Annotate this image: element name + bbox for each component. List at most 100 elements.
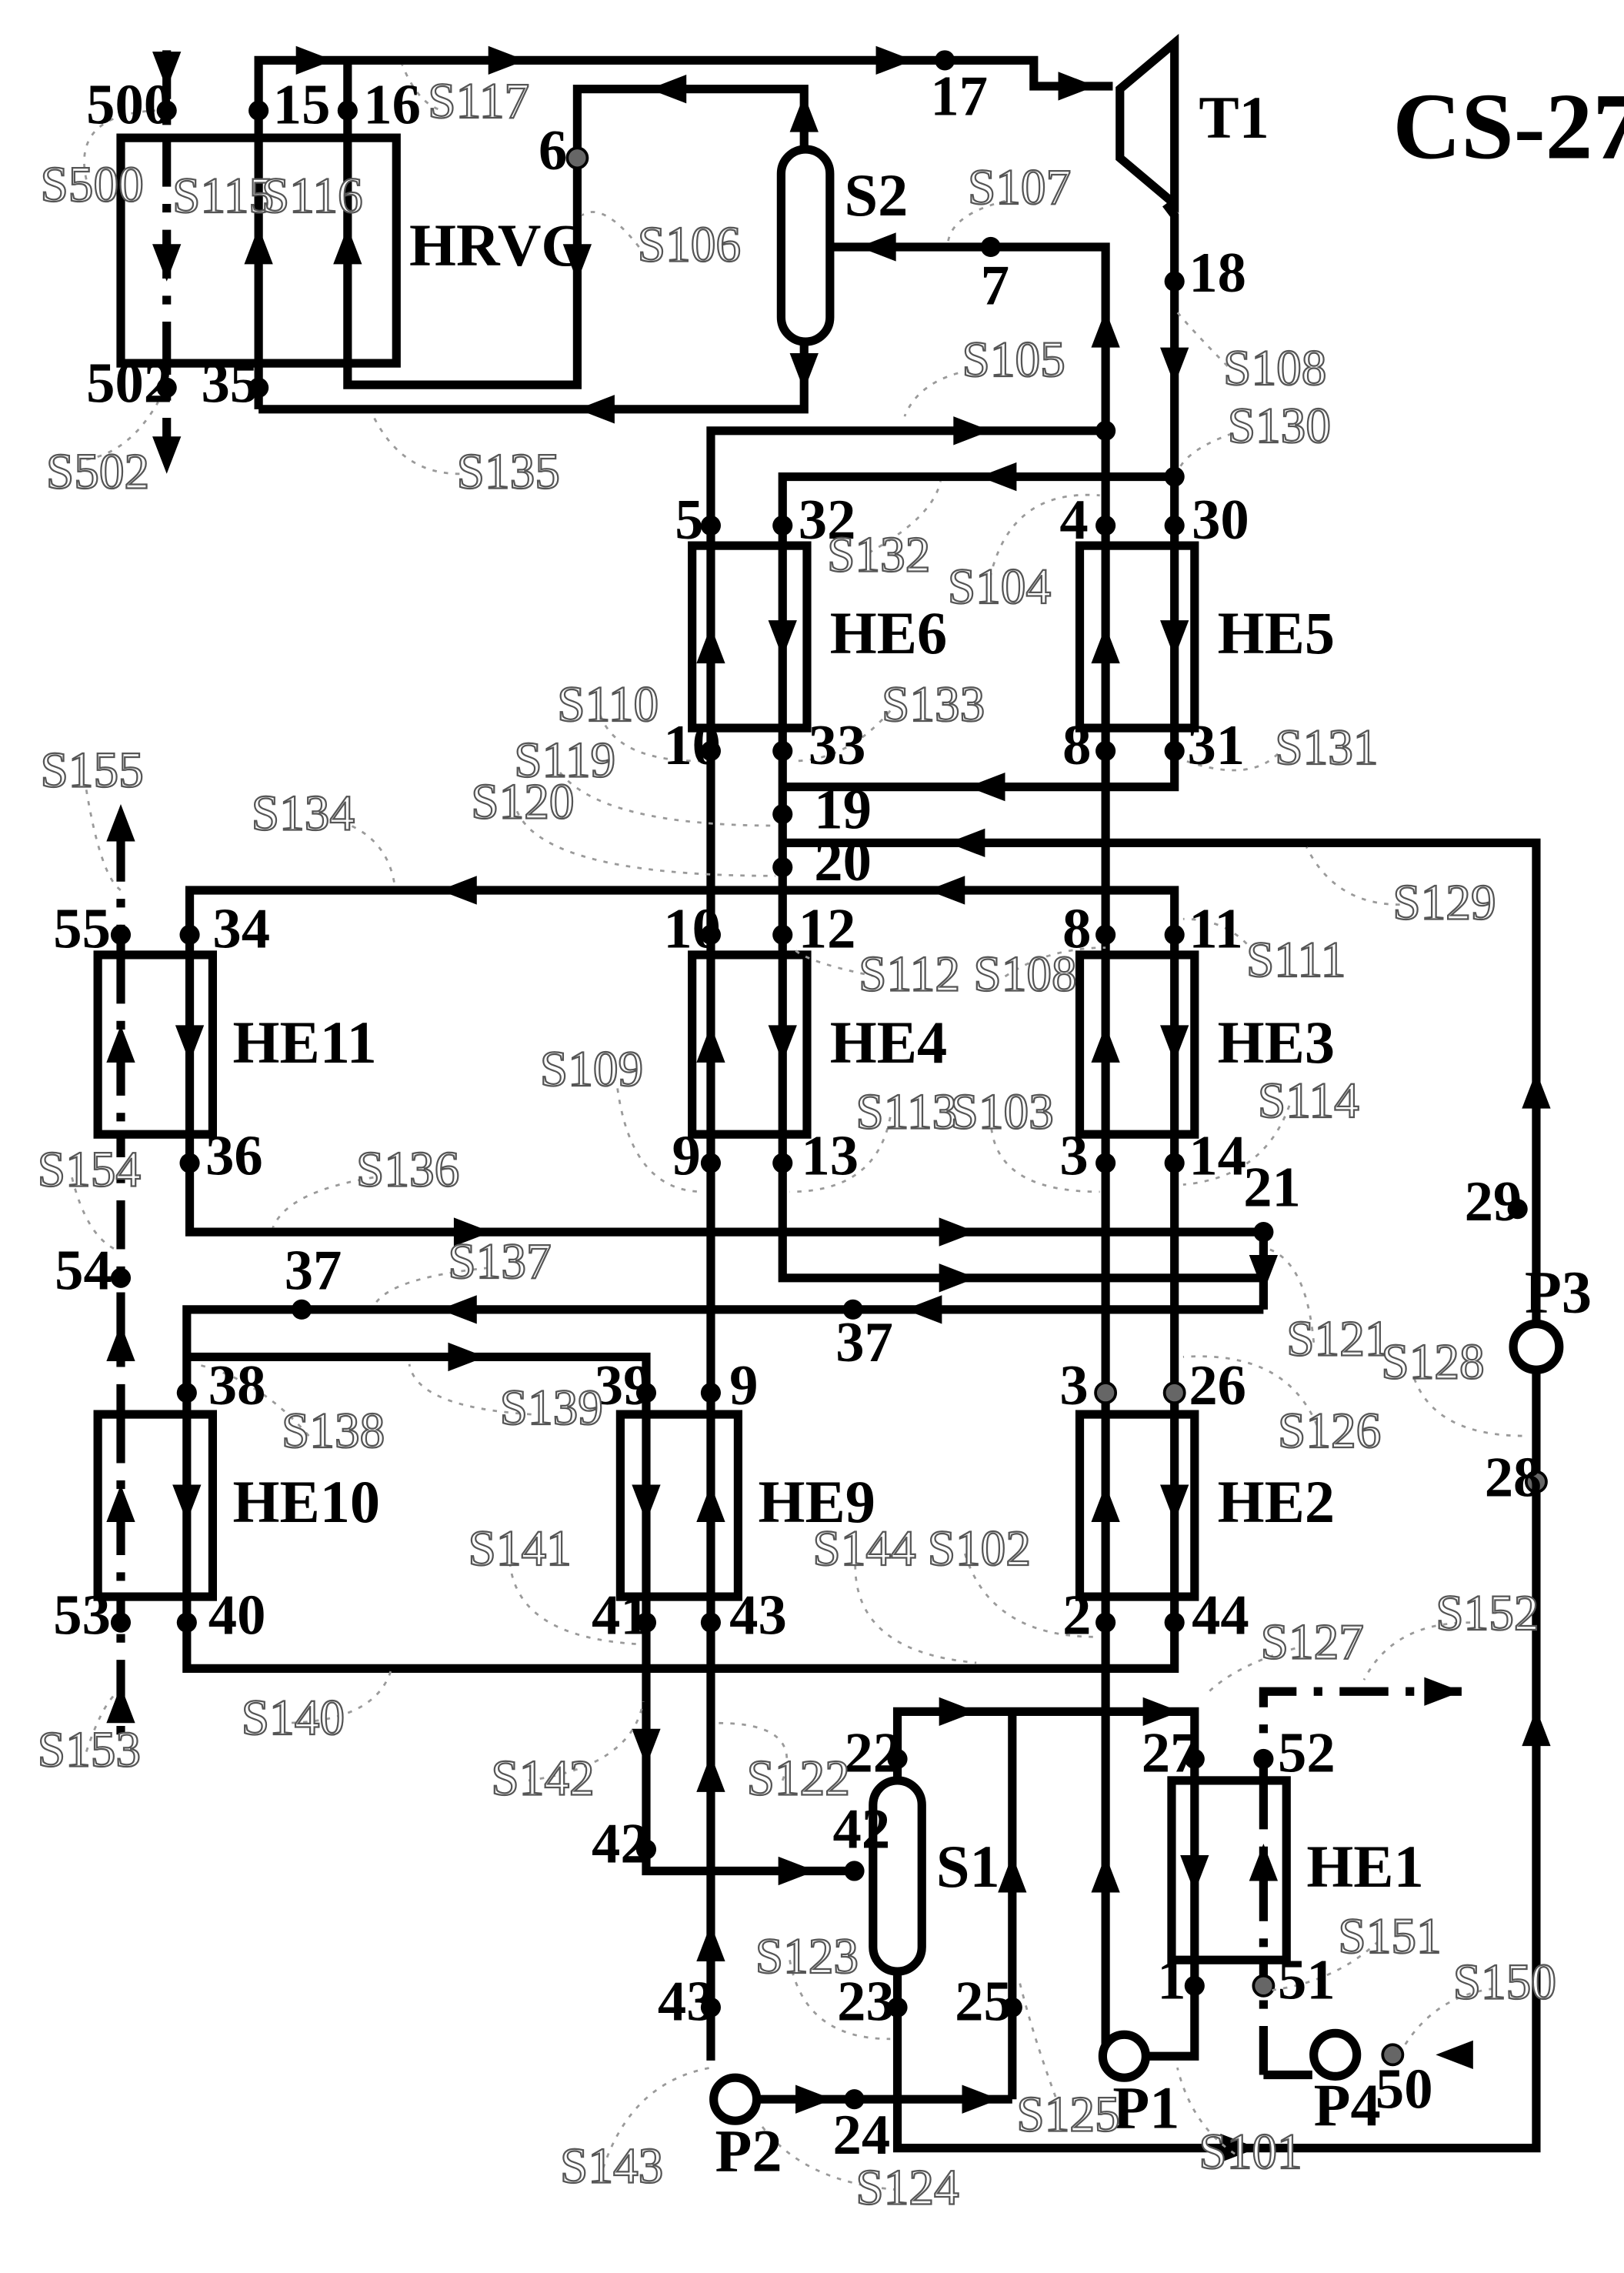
stream-s109: S109 <box>540 1042 643 1097</box>
node-31: 31 <box>1187 713 1245 777</box>
node-40: 40 <box>208 1584 266 1647</box>
stream-s113: S113 <box>855 1085 957 1140</box>
label-he10: HE10 <box>233 1468 381 1535</box>
stream-s115: S115 <box>172 169 274 224</box>
stream-s140: S140 <box>242 1691 345 1746</box>
arrow-down <box>1160 348 1189 386</box>
node-37b: 37 <box>835 1310 893 1374</box>
node-54: 54 <box>55 1239 112 1303</box>
stream-s117: S117 <box>428 74 529 129</box>
dot-3a <box>1095 1153 1115 1173</box>
stream-s134: S134 <box>252 786 355 842</box>
stream-s500: S500 <box>40 157 143 212</box>
label-p1: P1 <box>1112 2074 1179 2141</box>
dot-31 <box>1165 741 1185 761</box>
node-26: 26 <box>1189 1353 1246 1417</box>
arrow-up <box>1091 310 1119 348</box>
node-3b: 3 <box>1059 1353 1088 1417</box>
stream-s120: S120 <box>471 775 574 830</box>
dot-38 <box>177 1383 197 1403</box>
arrow-up <box>1522 1071 1550 1109</box>
dot-32 <box>772 516 792 536</box>
label-p2: P2 <box>715 2118 782 2185</box>
dot-36 <box>179 1153 199 1173</box>
arrow-right <box>939 1217 977 1246</box>
dot-43a <box>701 1613 721 1633</box>
node-502: 502 <box>86 352 172 416</box>
dot-52 <box>1253 1749 1273 1769</box>
stream-s124: S124 <box>855 2160 959 2215</box>
node-51: 51 <box>1278 1948 1336 2012</box>
arrow-up <box>1522 1709 1550 1747</box>
dot-19 <box>772 804 792 824</box>
stream-s131: S131 <box>1275 720 1378 776</box>
arrow-up <box>106 1686 135 1724</box>
arrow-right <box>939 1263 977 1292</box>
stream-s116: S116 <box>262 169 363 224</box>
p1-pump <box>1102 2034 1145 2078</box>
arrow-down <box>632 1729 660 1767</box>
dot-51 <box>1253 1976 1273 1996</box>
node-30: 30 <box>1192 488 1249 552</box>
stream-s111: S111 <box>1246 933 1346 988</box>
node-2: 2 <box>1062 1584 1091 1647</box>
t1-turbine <box>1120 43 1175 204</box>
arrow-up <box>696 1754 725 1792</box>
arrow-up <box>1091 1855 1119 1893</box>
dot-4 <box>1095 516 1115 536</box>
node-53: 53 <box>53 1584 111 1647</box>
stream-s133: S133 <box>882 677 985 733</box>
stream-s126: S126 <box>1278 1404 1381 1459</box>
node-5: 5 <box>675 488 703 552</box>
node-9a: 9 <box>672 1123 701 1187</box>
node-13: 13 <box>802 1123 859 1187</box>
arrow-up <box>106 1324 135 1362</box>
stream-s107: S107 <box>968 160 1071 215</box>
node-15: 15 <box>273 72 331 136</box>
arrow-left <box>968 773 1005 801</box>
dot-15 <box>248 101 268 121</box>
stream-s121: S121 <box>1286 1312 1389 1367</box>
node-6: 6 <box>539 118 567 182</box>
label-p3: P3 <box>1525 1259 1592 1326</box>
label-s1: S1 <box>936 1833 1000 1900</box>
dot-6 <box>567 148 587 168</box>
p4-pump <box>1314 2033 1357 2076</box>
node-500: 500 <box>86 72 172 136</box>
stream-s132: S132 <box>827 528 930 583</box>
stream-s122: S122 <box>747 1751 850 1807</box>
stream-s139: S139 <box>500 1380 603 1436</box>
dot-21 <box>1253 1222 1273 1242</box>
node-33: 33 <box>809 713 866 777</box>
label-p4: P4 <box>1314 2071 1381 2138</box>
node-25: 25 <box>955 1970 1012 2034</box>
node-50: 50 <box>1376 2057 1433 2121</box>
arrow-right <box>876 46 914 75</box>
stream-s127: S127 <box>1261 1614 1364 1670</box>
dot-34 <box>179 925 199 945</box>
dot-8b <box>1095 925 1115 945</box>
dot-11 <box>1165 925 1185 945</box>
he9-box <box>620 1414 738 1597</box>
label-t1: T1 <box>1199 84 1269 151</box>
dot-54 <box>111 1268 131 1288</box>
arrow-right <box>1059 72 1096 100</box>
arrow-left <box>649 75 687 103</box>
stream-s137: S137 <box>448 1234 551 1290</box>
pipe-s140 <box>187 1597 1175 1668</box>
dot-2 <box>1095 1613 1115 1633</box>
node-37a: 37 <box>285 1239 342 1303</box>
arrow-right <box>1424 1677 1462 1706</box>
dot-5 <box>701 516 721 536</box>
label-he11: HE11 <box>233 1009 377 1076</box>
dot-junction <box>1095 421 1115 441</box>
node-1: 1 <box>1157 1948 1185 2012</box>
stream-s141: S141 <box>469 1521 572 1577</box>
dot-20 <box>772 857 792 877</box>
stream-s103: S103 <box>951 1085 1054 1140</box>
stream-s142: S142 <box>491 1751 594 1807</box>
s2-vessel <box>781 149 829 342</box>
dot-9a <box>701 1153 721 1173</box>
node-34: 34 <box>212 897 270 961</box>
node-36: 36 <box>205 1123 263 1187</box>
